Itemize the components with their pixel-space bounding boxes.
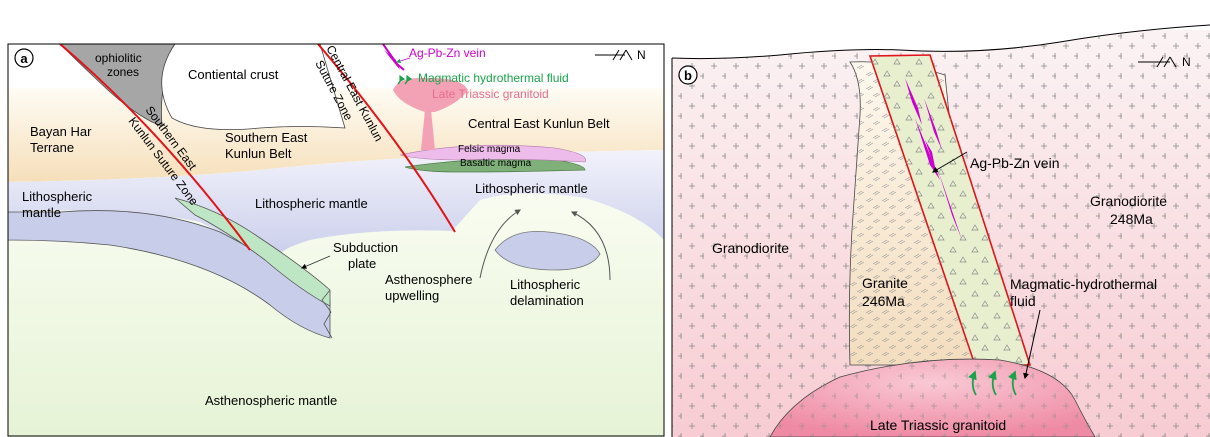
granite-label-line2: 246Ma bbox=[862, 293, 905, 309]
subduction-label-line2: plate bbox=[348, 256, 376, 271]
asthenospheric-mantle-label: Asthenospheric mantle bbox=[205, 393, 337, 408]
north-label-b: N bbox=[1182, 55, 1191, 69]
granite-label-line1: Granite bbox=[862, 275, 908, 291]
late-triassic-granitoid-label-b: Late Triassic granitoid bbox=[870, 417, 1006, 433]
ophiolitic-label-line2: zones bbox=[107, 65, 139, 79]
granodiorite-right-label-line1: Granodiorite bbox=[1090, 193, 1167, 209]
lithospheric-mantle-left-line2: mantle bbox=[22, 205, 61, 220]
granodiorite-right-label-line2: 248Ma bbox=[1110, 211, 1153, 227]
asthenosphere-upwelling-line2: upwelling bbox=[385, 288, 439, 303]
ophiolitic-label-line1: ophiolitic bbox=[95, 51, 142, 65]
vein-label-b: Ag-Pb-Zn vein bbox=[970, 155, 1059, 171]
fluid-label-b-line2: fluid bbox=[1010, 293, 1036, 309]
fluid-label-b-line1: Magmatic-hydrothermal bbox=[1010, 276, 1157, 292]
basaltic-magma-label: Basaltic magma bbox=[460, 158, 532, 169]
bayan-har-label-line1: Bayan Har bbox=[30, 124, 92, 139]
granitoid-label: Late Triassic granitoid bbox=[432, 87, 549, 101]
vein-label: Ag-Pb-Zn vein bbox=[409, 46, 486, 60]
delamination-label-line1: Lithospheric bbox=[510, 277, 581, 292]
continental-crust-block bbox=[162, 44, 345, 130]
panel-a: ophiolitic zones Contiental crust Bayan … bbox=[8, 43, 664, 437]
continental-crust-label: Contiental crust bbox=[188, 67, 279, 82]
southern-belt-label-line2: Kunlun Belt bbox=[225, 146, 292, 161]
lithospheric-mantle-center: Lithospheric mantle bbox=[255, 196, 368, 211]
bayan-har-label-line2: Terrane bbox=[30, 140, 74, 155]
north-label-a: N bbox=[637, 48, 646, 62]
lithospheric-mantle-left-line1: Lithospheric bbox=[22, 189, 93, 204]
panel-a-label: a bbox=[20, 51, 28, 66]
fluid-label: Magmatic hydrothermal fluid bbox=[418, 71, 569, 85]
felsic-magma-label: Felsic magma bbox=[458, 144, 521, 155]
subduction-label-line1: Subduction bbox=[333, 240, 398, 255]
granodiorite-left-label: Granodiorite bbox=[712, 240, 789, 256]
southern-belt-label-line1: Southern East bbox=[225, 130, 308, 145]
delamination-label-line2: delamination bbox=[510, 293, 584, 308]
central-belt-label: Central East Kunlun Belt bbox=[468, 116, 610, 131]
asthenosphere-upwelling-line1: Asthenosphere bbox=[385, 272, 472, 287]
panel-b-label: b bbox=[684, 68, 692, 83]
lithospheric-mantle-right: Lithospheric mantle bbox=[475, 181, 588, 196]
panel-b: Ag-Pb-Zn vein Granodiorite Granodiorite … bbox=[672, 25, 1210, 437]
